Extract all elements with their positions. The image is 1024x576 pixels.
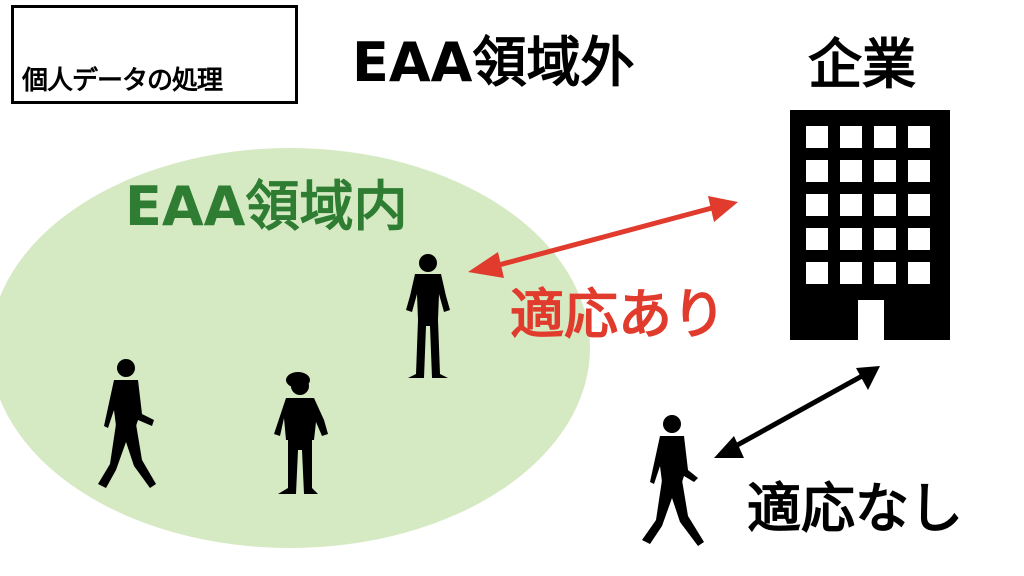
- eaa-region-ellipse: [0, 148, 590, 548]
- company-title: 企業: [808, 33, 916, 96]
- person-standing-icon: [406, 254, 450, 378]
- person-worker-icon: [274, 372, 328, 494]
- not-applies-double-arrow-icon: [714, 366, 880, 458]
- person-walking-outside-icon: [642, 415, 704, 546]
- outside-eaa-title: EAA領域外: [352, 31, 635, 94]
- applies-double-arrow-icon: [468, 196, 738, 278]
- applies-label: 適応あり: [510, 283, 726, 346]
- not-applies-label: 適応なし: [747, 477, 963, 540]
- legend-box: 個人データの処理: [11, 5, 298, 104]
- company-building-icon: [790, 110, 950, 340]
- person-walking-icon: [98, 359, 156, 488]
- legend-label: 個人データの処理: [22, 66, 223, 96]
- inside-eaa-title: EAA領域内: [125, 175, 408, 238]
